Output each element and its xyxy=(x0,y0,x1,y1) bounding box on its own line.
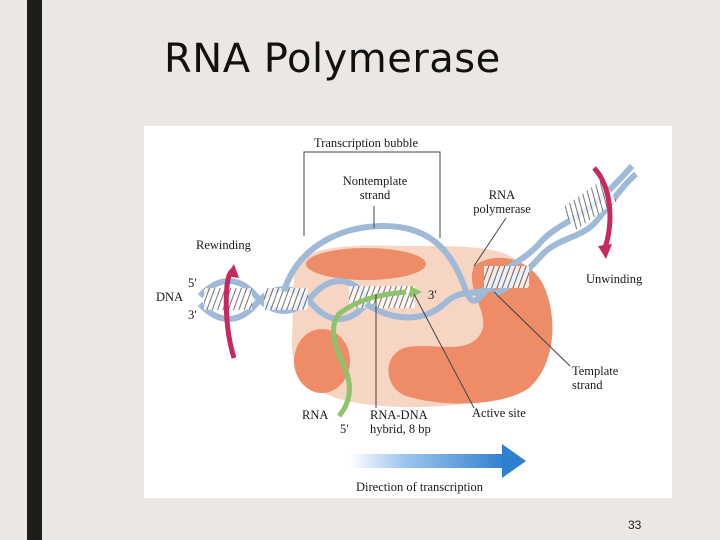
label-rna-polymerase: RNA polymerase xyxy=(462,188,542,216)
label-hybrid-line-1: RNA-DNA xyxy=(370,408,428,422)
page-number: 33 xyxy=(628,518,642,532)
diagram-graphics xyxy=(197,151,638,478)
label-nontemplate-strand: Nontemplate strand xyxy=(330,174,420,202)
label-active-site: Active site xyxy=(472,406,526,420)
label-template-line-2: strand xyxy=(572,378,603,392)
label-5prime-rna: 5′ xyxy=(340,422,349,436)
label-direction-of-transcription: Direction of transcription xyxy=(356,480,484,494)
label-rna-dna-hybrid: RNA-DNA hybrid, 8 bp xyxy=(370,408,431,436)
label-rna-polymerase-line-2: polymerase xyxy=(473,202,531,216)
direction-arrowhead xyxy=(502,444,526,478)
transcription-bubble-bracket xyxy=(303,151,441,238)
unwinding-arrow xyxy=(592,166,613,251)
leader-template xyxy=(493,291,571,367)
label-3prime-upstream: 3′ xyxy=(188,308,197,322)
rewinding-arrowhead xyxy=(226,264,239,278)
label-template-line-1: Template xyxy=(572,364,619,378)
label-template-strand: Template strand xyxy=(572,364,618,392)
dna-helix-downstream-a xyxy=(486,164,635,288)
slide-title: RNA Polymerase xyxy=(164,36,501,82)
label-nontemplate-line-2: strand xyxy=(359,188,391,202)
direction-arrow-shaft xyxy=(350,454,506,468)
rna-transcript xyxy=(331,289,407,418)
label-transcription-bubble: Transcription bubble xyxy=(314,136,419,150)
label-5prime-upstream: 5′ xyxy=(188,276,197,290)
dna-base-pairs-upstream-2 xyxy=(264,288,308,310)
label-rna-polymerase-line-1: RNA xyxy=(488,188,516,202)
leader-active-site xyxy=(413,293,475,409)
rna-3prime-arrowhead xyxy=(410,286,422,298)
label-rna: RNA xyxy=(302,408,329,422)
slide-side-bar xyxy=(27,0,42,540)
unwinding-arrowhead xyxy=(598,244,612,259)
label-unwinding: Unwinding xyxy=(586,272,643,286)
nontemplate-strand-loop xyxy=(281,222,506,304)
label-dna: DNA xyxy=(156,290,184,304)
label-rewinding: Rewinding xyxy=(196,238,251,252)
label-nontemplate-line-1: Nontemplate xyxy=(342,174,408,188)
dna-base-pairs-downstream-2 xyxy=(561,180,617,230)
leader-rna-polymerase xyxy=(473,217,507,267)
rna-polymerase-diagram: Transcription bubble Nontemplate strand … xyxy=(144,126,672,498)
label-hybrid-line-2: hybrid, 8 bp xyxy=(370,422,431,436)
polymerase-clamp xyxy=(388,257,553,404)
label-3prime-rna: 3′ xyxy=(428,288,437,302)
polymerase-upper-lobe xyxy=(306,248,426,280)
dna-base-pairs-downstream-1 xyxy=(484,266,529,288)
